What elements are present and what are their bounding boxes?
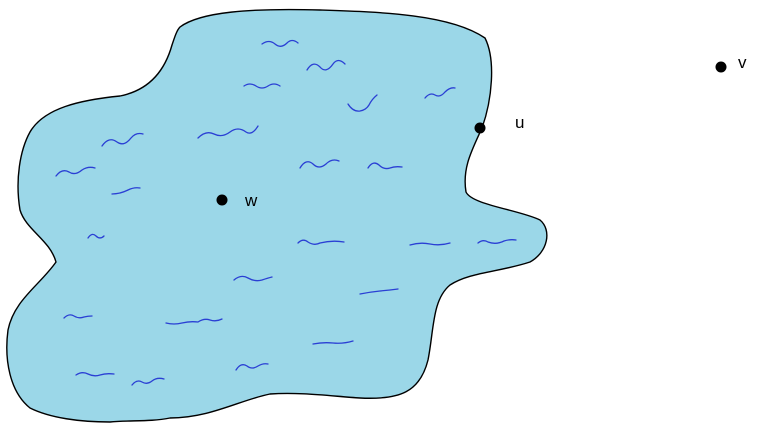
point-u-dot [475,123,486,134]
point-w-dot [217,195,228,206]
point-w-label: w [244,191,258,210]
point-v-label: v [738,53,747,72]
point-u-label: u [515,113,524,132]
water-region [7,10,547,422]
point-v-dot [716,62,727,73]
point-v: v [716,53,748,73]
